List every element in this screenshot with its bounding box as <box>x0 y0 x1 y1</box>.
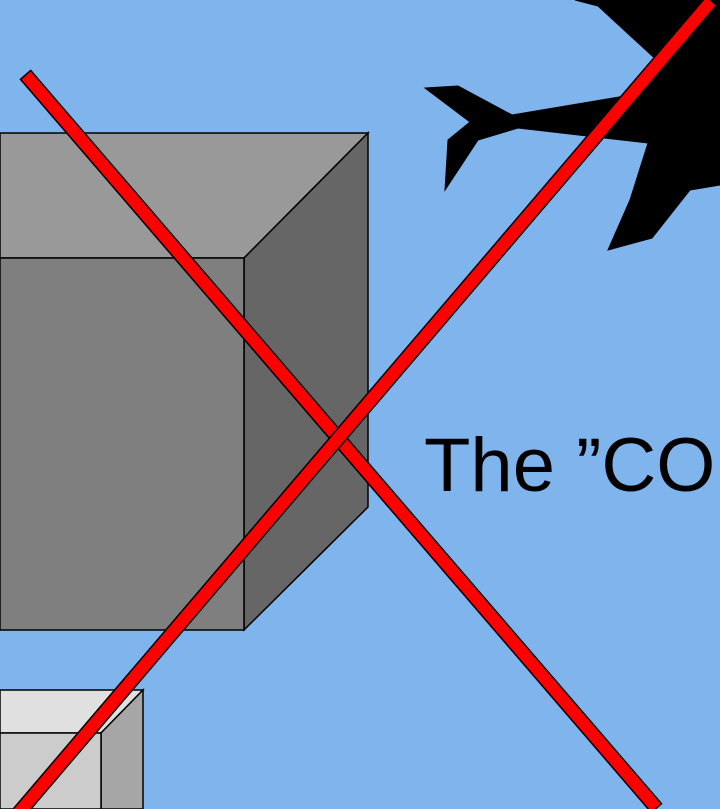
slide-caption: The ”CO <box>424 428 715 504</box>
large-cube <box>0 133 368 630</box>
